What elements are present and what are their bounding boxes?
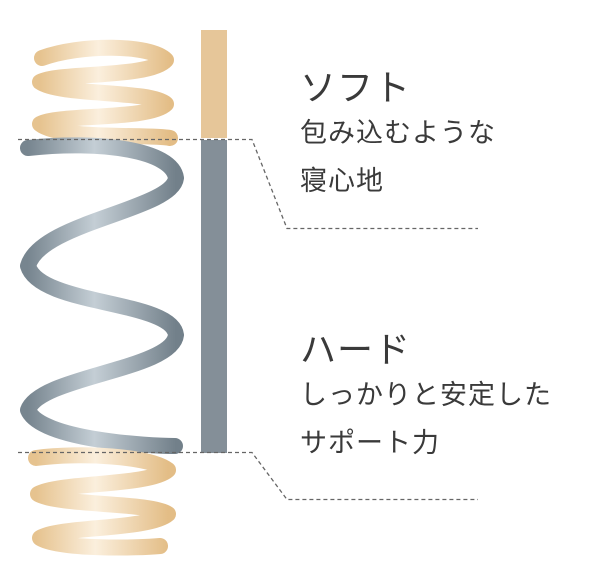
soft-desc-line2: 寝心地 bbox=[300, 166, 384, 197]
soft-label: ソフト 包み込むような 寝心地 bbox=[300, 68, 496, 206]
hard-bar bbox=[201, 140, 227, 453]
hard-label: ハード しっかりと安定した サポート力 bbox=[300, 330, 552, 468]
hard-desc-line2: サポート力 bbox=[300, 428, 440, 459]
soft-spring-top bbox=[32, 39, 178, 146]
hard-spring bbox=[20, 137, 184, 454]
soft-bar bbox=[201, 30, 227, 138]
soft-title: ソフト bbox=[300, 68, 412, 109]
hard-leader-line bbox=[18, 451, 478, 501]
soft-leader-line bbox=[18, 138, 478, 230]
hard-desc-line1: しっかりと安定した bbox=[300, 380, 552, 411]
soft-desc-line1: 包み込むような bbox=[300, 118, 496, 149]
soft-spring-bottom bbox=[28, 447, 176, 556]
hard-title: ハード bbox=[300, 330, 412, 371]
